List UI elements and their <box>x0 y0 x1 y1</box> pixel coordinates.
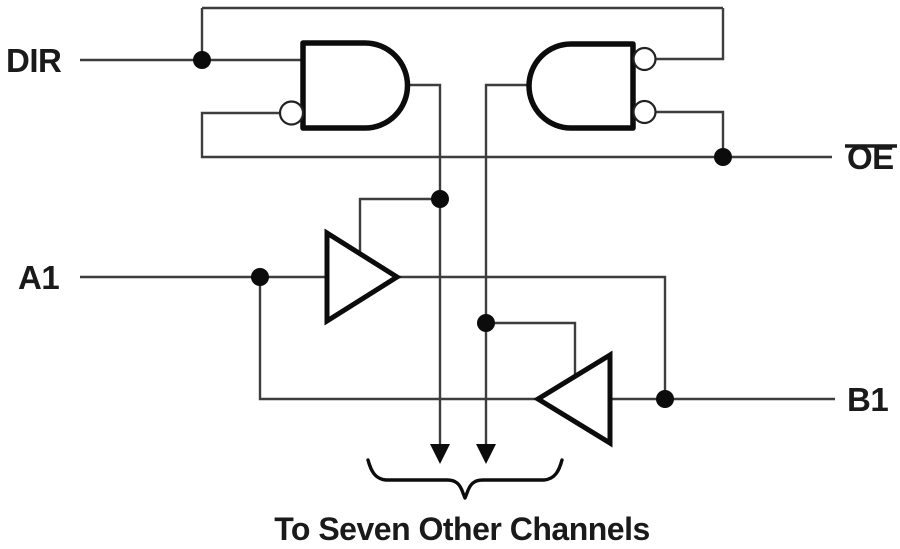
wire-right-gate-upper-input <box>656 8 725 61</box>
a1-label: A1 <box>18 259 59 296</box>
b1-label: B1 <box>847 381 888 418</box>
junction-b1 <box>656 390 674 408</box>
left-gate-inverted-input-bubble <box>278 100 305 126</box>
wire-oe-rail <box>200 111 832 159</box>
junction-dots <box>193 51 732 408</box>
underbrace-icon <box>366 458 564 500</box>
wire-right-gate-output <box>484 83 534 446</box>
dir-label: DIR <box>6 42 62 79</box>
down-arrow-icon-right <box>476 444 496 464</box>
and-gate-right-icon <box>526 41 636 131</box>
and-gate-left-icon <box>300 40 411 131</box>
buffer-a-to-b-icon <box>324 228 402 326</box>
junction-b-enable <box>477 314 495 332</box>
wire-right-gate-lower-input <box>656 110 725 157</box>
down-arrow-icon-left <box>430 444 450 464</box>
junction-a1 <box>251 268 269 286</box>
junction-dir <box>193 51 211 69</box>
buffer-b-to-a-icon <box>533 350 613 448</box>
junction-oe <box>714 148 732 166</box>
right-gate-lower-inverted-input-bubble <box>632 99 657 125</box>
wire-buffer-b-enable <box>486 321 577 377</box>
wire-b-buffer-output <box>258 277 538 401</box>
caption-text: To Seven Other Channels <box>274 511 650 547</box>
right-gate-upper-inverted-input-bubble <box>632 46 657 72</box>
wire-group <box>80 6 835 446</box>
junction-a-enable <box>431 190 449 208</box>
wire-left-gate-output <box>405 83 442 446</box>
wire-buffer-a-enable <box>358 197 440 254</box>
wire-a-buffer-output <box>397 275 667 399</box>
